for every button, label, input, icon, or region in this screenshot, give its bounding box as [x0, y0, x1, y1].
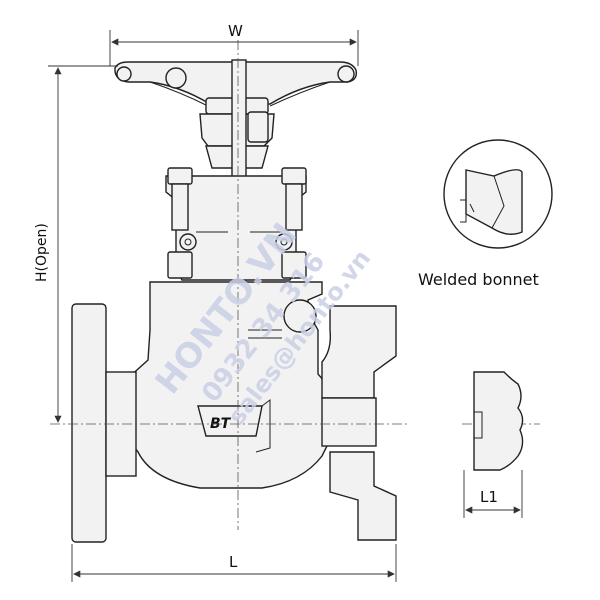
- valve-assembly: BT: [71, 59, 397, 543]
- length-label: L: [229, 553, 238, 571]
- right-flange: [321, 305, 397, 541]
- left-flange: [71, 303, 137, 543]
- height-dimension: H(Open): [34, 65, 118, 423]
- height-label: H(Open): [34, 223, 50, 282]
- welded-bonnet-inset: Welded bonnet: [418, 139, 553, 289]
- length-dimension: L: [71, 544, 397, 582]
- welded-bonnet-caption: Welded bonnet: [418, 270, 539, 289]
- bonnet: [165, 167, 307, 281]
- socket-length-label: L1: [480, 488, 498, 506]
- width-dimension: W: [109, 22, 359, 66]
- socket-end-inset: L1: [463, 371, 524, 518]
- width-label: W: [228, 22, 243, 40]
